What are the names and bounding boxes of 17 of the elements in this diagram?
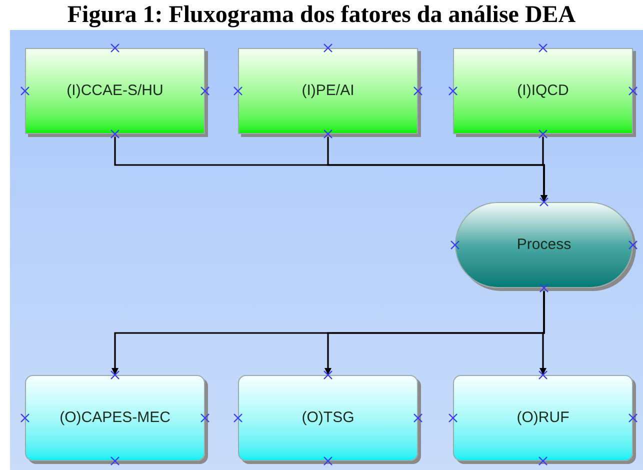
connector-arrow bbox=[540, 134, 548, 202]
node-label: (O)TSG bbox=[302, 408, 354, 428]
output-box bbox=[238, 375, 418, 461]
node-label: (O)CAPES-MEC bbox=[60, 408, 170, 428]
figure-title: Figura 1: Fluxograma dos fatores da análise DEA bbox=[66, 1, 577, 30]
node-label: (O)RUF bbox=[516, 408, 570, 428]
connector-arrow bbox=[540, 288, 546, 375]
output-box bbox=[453, 375, 633, 461]
input-box bbox=[453, 48, 633, 134]
node-label: (I)IQCD bbox=[517, 80, 569, 101]
node-label: (I)PE/AI bbox=[302, 80, 354, 101]
process-terminal bbox=[455, 202, 633, 288]
input-box bbox=[25, 48, 205, 134]
node-label: Process bbox=[516, 234, 572, 255]
node-label: (I)CCAE-S/HU bbox=[66, 80, 164, 101]
input-box bbox=[238, 48, 418, 134]
output-box bbox=[25, 375, 205, 461]
